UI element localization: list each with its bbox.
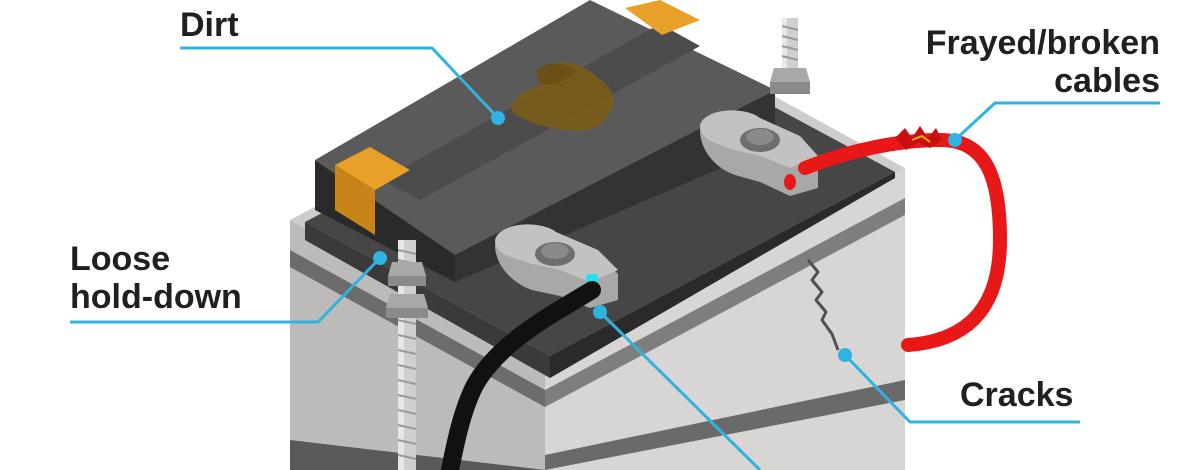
case-crack <box>806 259 840 351</box>
black-cable <box>441 281 601 470</box>
label-loose-line1: Loose <box>70 240 171 278</box>
frayed-dot <box>948 133 962 147</box>
terminal-right <box>700 110 818 196</box>
label-dirt: Dirt <box>180 6 239 44</box>
cracks-dot <box>838 348 852 362</box>
cracks-leader-line <box>843 353 1080 424</box>
bottom-dot <box>593 305 607 319</box>
loose-dot <box>373 251 387 265</box>
label-cracks: Cracks <box>960 376 1074 414</box>
label-frayed-line1: Frayed/broken <box>925 24 1160 62</box>
hold-down-rod-right <box>770 18 810 94</box>
red-cable <box>798 132 1008 352</box>
dirt-stain <box>510 62 614 131</box>
label-loose-hold-down: Loose hold-down <box>70 240 242 316</box>
orange-cap-left-top <box>335 147 410 190</box>
lid-deck-front <box>550 172 895 378</box>
cables <box>441 126 1008 470</box>
hold-down-rod-left <box>386 240 428 470</box>
frayed-leader-line <box>953 101 1160 142</box>
loose-leader-line <box>70 256 382 324</box>
case-bottom-band-right <box>545 380 905 470</box>
label-frayed-line2: cables <box>1054 62 1160 100</box>
callout-lines <box>70 46 1160 470</box>
bottom-leader-line <box>598 310 762 470</box>
case-right-face <box>545 168 905 470</box>
dirt-dot <box>491 111 505 125</box>
callout-dots <box>373 111 962 362</box>
orange-cap-left-side <box>335 165 375 235</box>
label-frayed-broken-cables: Frayed/broken cables <box>926 24 1160 100</box>
case-band-right <box>545 198 905 407</box>
orange-cap-right-top <box>625 0 700 35</box>
case-left-face <box>290 220 545 470</box>
lid-deck-left-front <box>305 222 550 378</box>
label-loose-line2: hold-down <box>70 278 242 316</box>
case-bottom-band-left <box>290 440 545 470</box>
dirt-leader-line <box>180 46 500 120</box>
